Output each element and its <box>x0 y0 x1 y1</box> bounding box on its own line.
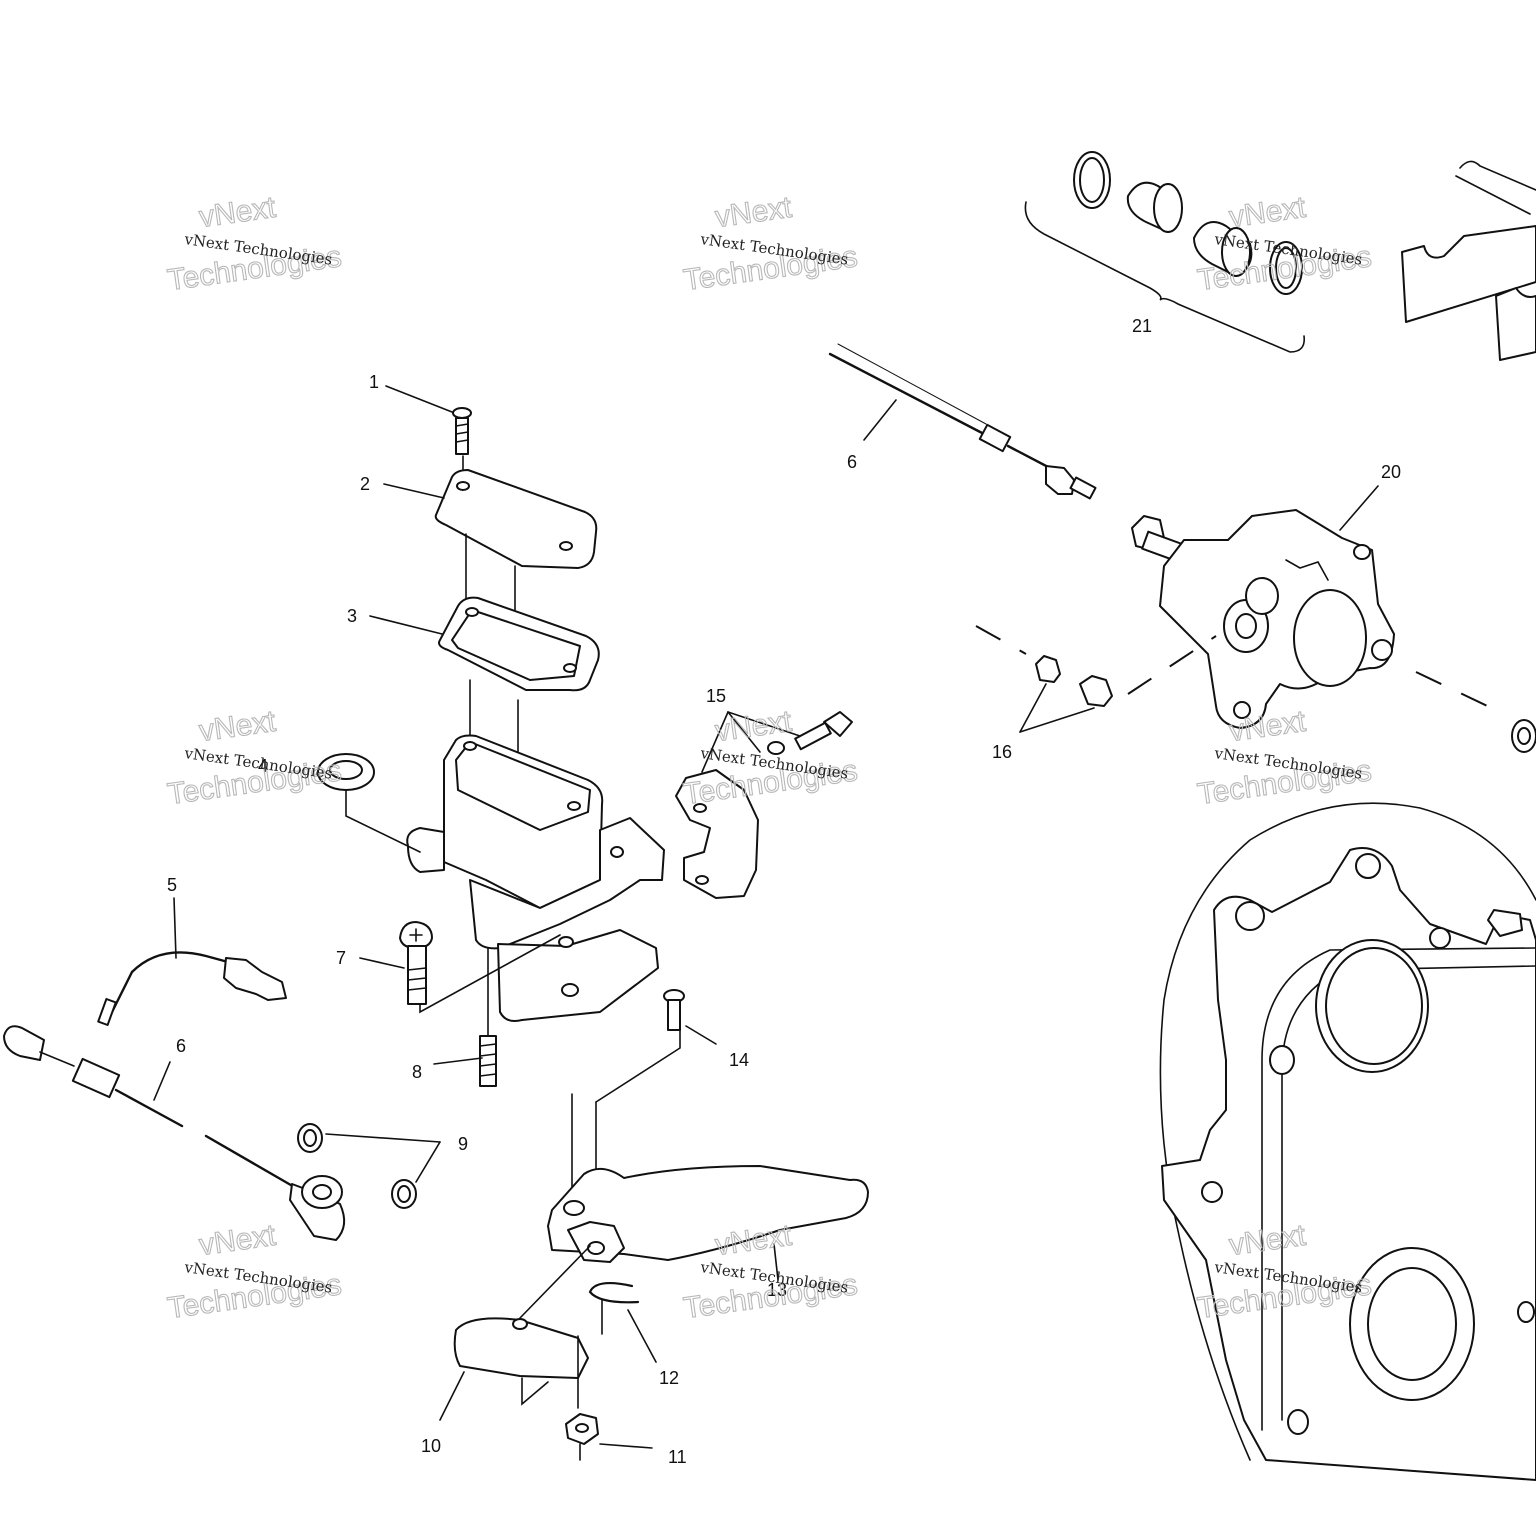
callout-4: 4 <box>258 756 268 776</box>
part-16-fittings <box>1035 655 1113 707</box>
callout-13: 13 <box>767 1280 787 1300</box>
part-10-lever-bracket <box>453 1317 589 1379</box>
part-pads <box>1401 160 1536 361</box>
callout-6-right: 6 <box>847 452 857 472</box>
callout-7: 7 <box>336 948 346 968</box>
part-2-cover <box>434 469 598 569</box>
master-cylinder-group <box>317 407 853 1087</box>
callout-15: 15 <box>706 686 726 706</box>
part-5-sensor <box>97 951 287 1026</box>
part-6-brake-line-left <box>3 1025 346 1241</box>
callout-5: 5 <box>167 875 177 895</box>
part-4-seal-ring <box>317 753 375 791</box>
part-7-bolt <box>399 921 433 1005</box>
chaincase-cover <box>1159 802 1536 1481</box>
watermark-outline-a: vNext <box>1227 191 1308 234</box>
part-21-pistons <box>1073 151 1303 295</box>
callout-8: 8 <box>412 1062 422 1082</box>
part-20-caliper <box>1131 509 1395 729</box>
callout-10: 10 <box>421 1436 441 1456</box>
part-8-set-screw <box>479 1035 497 1087</box>
callout-21: 21 <box>1132 316 1152 336</box>
master-cylinder-body <box>406 734 665 1022</box>
callout-12: 12 <box>659 1368 679 1388</box>
watermark-outline-a: vNext <box>197 191 278 234</box>
part-1-screw <box>452 407 472 455</box>
callout-9: 9 <box>458 1134 468 1154</box>
part-13-lever <box>547 1165 869 1263</box>
callout-11: 11 <box>668 1447 687 1467</box>
watermark-outline-a: vNext <box>197 705 278 748</box>
part-15-clamp <box>675 769 759 899</box>
callout-1: 1 <box>369 372 379 392</box>
callout-2: 2 <box>360 474 370 494</box>
part-6-brake-line-right <box>828 343 1097 500</box>
callout-6-left: 6 <box>176 1036 186 1056</box>
callout-20: 20 <box>1381 462 1401 482</box>
watermark-outline-a: vNext <box>197 1219 278 1262</box>
watermark-outline-a: vNext <box>713 705 794 748</box>
callout-labels: 1 2 3 4 5 6 6 7 8 9 10 11 12 13 14 15 16… <box>167 316 1401 1467</box>
watermark-outline-a: vNext <box>713 191 794 234</box>
callout-leaders <box>153 385 1379 1449</box>
part-9-washers <box>297 1123 417 1209</box>
callout-16: 16 <box>992 742 1012 762</box>
part-12-spring <box>588 1281 640 1304</box>
part-11-nut <box>565 1413 599 1445</box>
part-14-pin <box>663 989 685 1031</box>
part-15-screw <box>767 711 853 755</box>
callout-14: 14 <box>729 1050 749 1070</box>
callout-3: 3 <box>347 606 357 626</box>
part-3-diaphragm <box>438 596 600 692</box>
